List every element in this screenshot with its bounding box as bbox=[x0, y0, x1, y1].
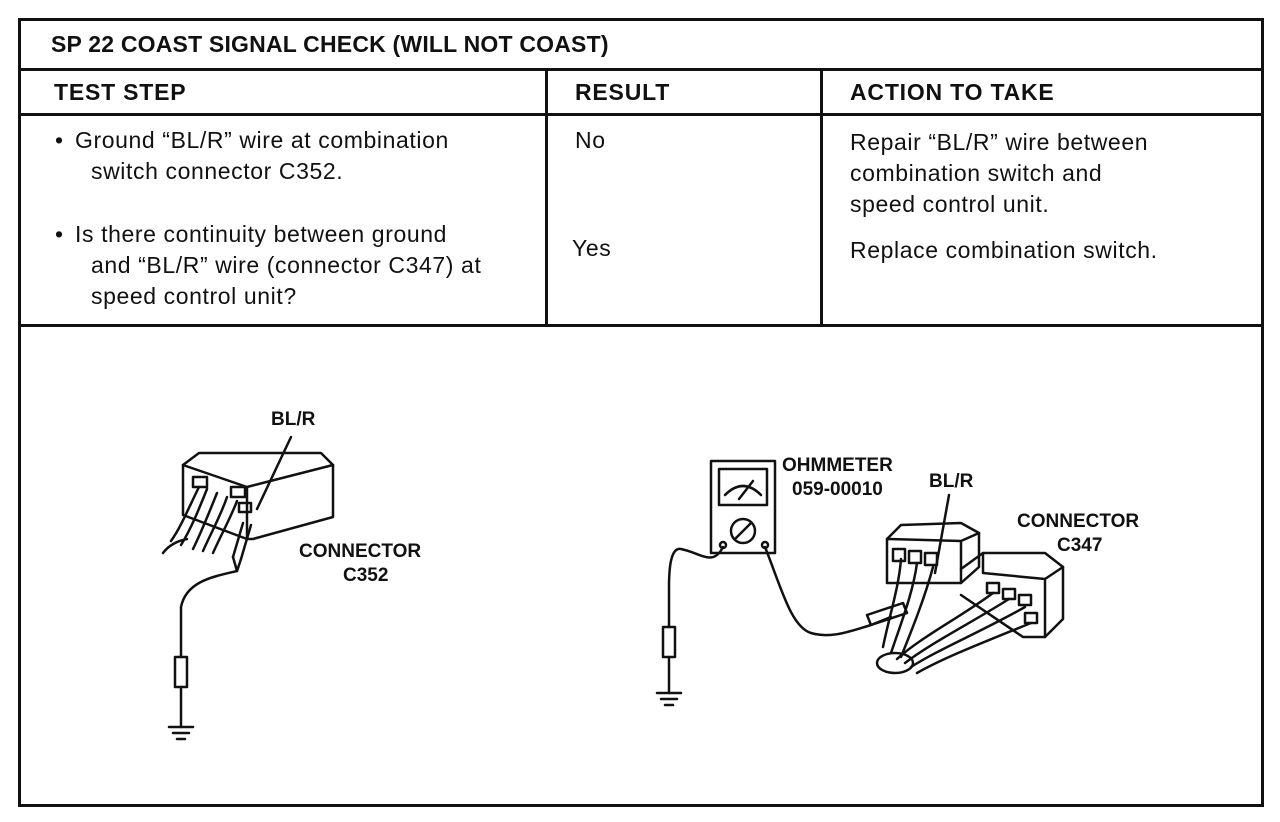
test-step-1: • Ground “BL/R” wire at combination swit… bbox=[43, 125, 543, 187]
table-title-bar: SP 22 COAST SIGNAL CHECK (WILL NOT COAST… bbox=[21, 21, 1261, 71]
header-result: RESULT bbox=[575, 71, 671, 116]
action-replace: Replace combination switch. bbox=[850, 237, 1158, 263]
label-ohmmeter-line1: OHMMETER bbox=[782, 455, 893, 476]
connector-c347-drawing bbox=[875, 521, 1065, 675]
column-divider bbox=[820, 71, 823, 327]
pointer-line bbox=[933, 493, 951, 575]
label-right-blr: BL/R bbox=[929, 471, 974, 492]
result-no: No bbox=[575, 127, 606, 153]
action-repair: Repair “BL/R” wire between combination s… bbox=[850, 129, 1149, 217]
header-test-step: TEST STEP bbox=[54, 71, 187, 116]
test-step-2: • Is there continuity between ground and… bbox=[43, 219, 543, 312]
pointer-line bbox=[255, 435, 293, 511]
table-title: SP 22 COAST SIGNAL CHECK (WILL NOT COAST… bbox=[51, 31, 609, 57]
test-lead-left bbox=[167, 521, 253, 741]
bullet-icon: • bbox=[55, 127, 64, 153]
row-divider bbox=[21, 324, 1261, 327]
label-ohmmeter-line2: 059-00010 bbox=[792, 479, 883, 500]
column-divider bbox=[545, 71, 548, 327]
diagnostic-table: SP 22 COAST SIGNAL CHECK (WILL NOT COAST… bbox=[18, 18, 1264, 807]
result-yes: Yes bbox=[572, 235, 612, 261]
ground-icon bbox=[655, 691, 683, 707]
label-left-blr: BL/R bbox=[271, 409, 316, 430]
label-connector-c347-line1: CONNECTOR bbox=[1017, 511, 1139, 532]
ground-icon bbox=[167, 725, 195, 741]
connector-c352-drawing bbox=[161, 451, 335, 555]
ohmmeter-drawing bbox=[655, 459, 909, 707]
header-action: ACTION TO TAKE bbox=[850, 71, 1055, 116]
bullet-icon: • bbox=[55, 221, 64, 247]
wiring-illustration: BL/R CONNECTOR C352 OHMMETER 059-00010 B… bbox=[161, 409, 1139, 741]
label-connector-c347-line2: C347 bbox=[1057, 535, 1102, 556]
label-connector-c352-line1: CONNECTOR bbox=[299, 541, 421, 562]
label-connector-c352-line2: C352 bbox=[343, 565, 388, 586]
